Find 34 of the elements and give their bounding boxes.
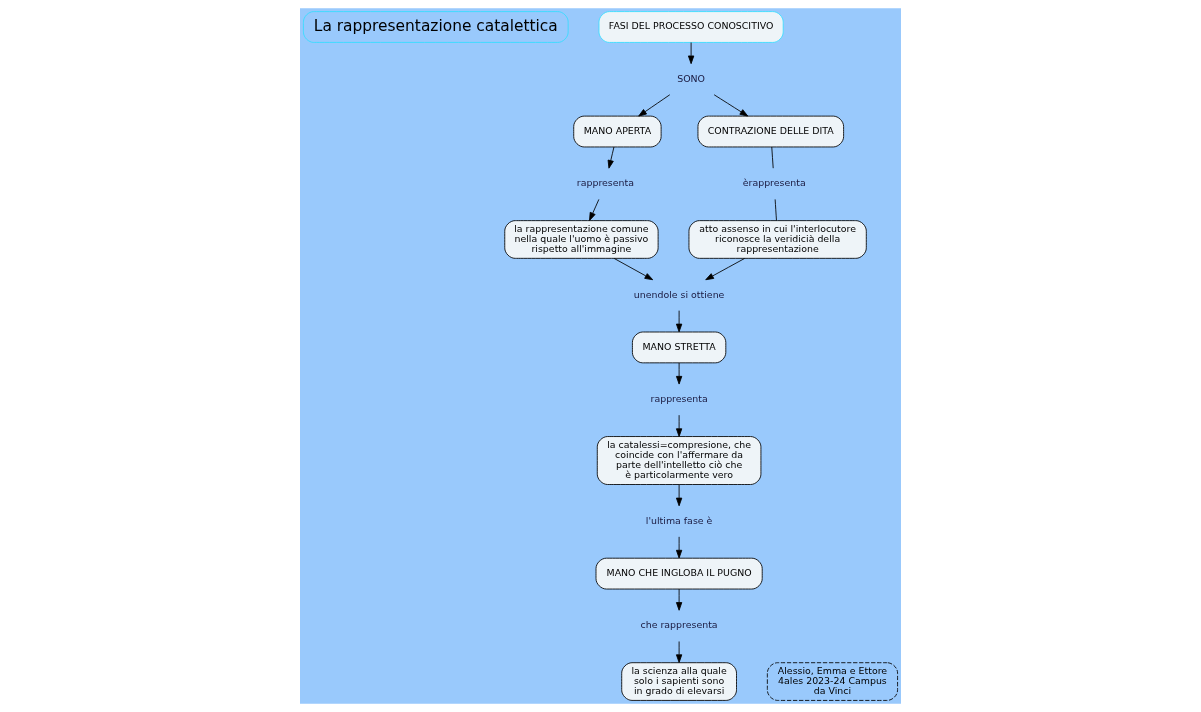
connector	[771, 146, 774, 169]
arrow	[676, 310, 683, 333]
arrow	[589, 199, 600, 221]
arrow	[713, 94, 749, 117]
node-text: rappresenta	[576, 177, 634, 189]
arrow	[607, 146, 615, 169]
node-box: FASI DEL PROCESSO CONOSCITIVO	[598, 11, 784, 43]
node-text: unendole si ottiene	[633, 288, 725, 300]
node-box: MANO CHE INGLOBA IL PUGNO	[595, 557, 763, 590]
arrow	[676, 588, 683, 611]
node-text: SONO	[677, 72, 706, 84]
node-text: èrappresenta	[742, 177, 806, 189]
node-box: Alessio, Emma e Ettore 4ales 2023-24 Campus da Vinci	[766, 662, 898, 701]
connector	[774, 199, 777, 221]
node-box: atto assenso in cui l'interlocutore riconosce la veridicià della rappresentazione	[688, 220, 867, 259]
arrow	[687, 42, 695, 65]
arrow	[638, 94, 671, 117]
node-box: MANO STRETTA	[632, 331, 727, 364]
node-box: CONTRAZIONE DELLE DITA	[697, 115, 845, 148]
node-box: la scienza alla quale solo i sapienti sono in grado di elevarsi	[621, 662, 737, 701]
node-text: che rappresenta	[640, 619, 718, 631]
node-box: La rappresentazione catalettica	[303, 11, 569, 43]
arrow	[676, 362, 683, 385]
arrow	[676, 484, 683, 507]
arrow	[613, 258, 654, 281]
node-box: MANO APERTA	[573, 115, 662, 148]
arrow	[676, 414, 683, 437]
arrow	[676, 641, 683, 663]
node-text: rappresenta	[650, 393, 708, 405]
node-box: la catalessi=compresione, che coincide con l'affermare da parte dell'intelletto ciò che è particolarmente vero	[596, 436, 762, 485]
node-box: la rappresentazione comune nella quale l'uomo è passivo rispetto all'immagine	[504, 220, 659, 259]
arrow	[676, 536, 683, 559]
node-text: l'ultima fase è	[645, 514, 713, 526]
arrow	[705, 258, 745, 281]
